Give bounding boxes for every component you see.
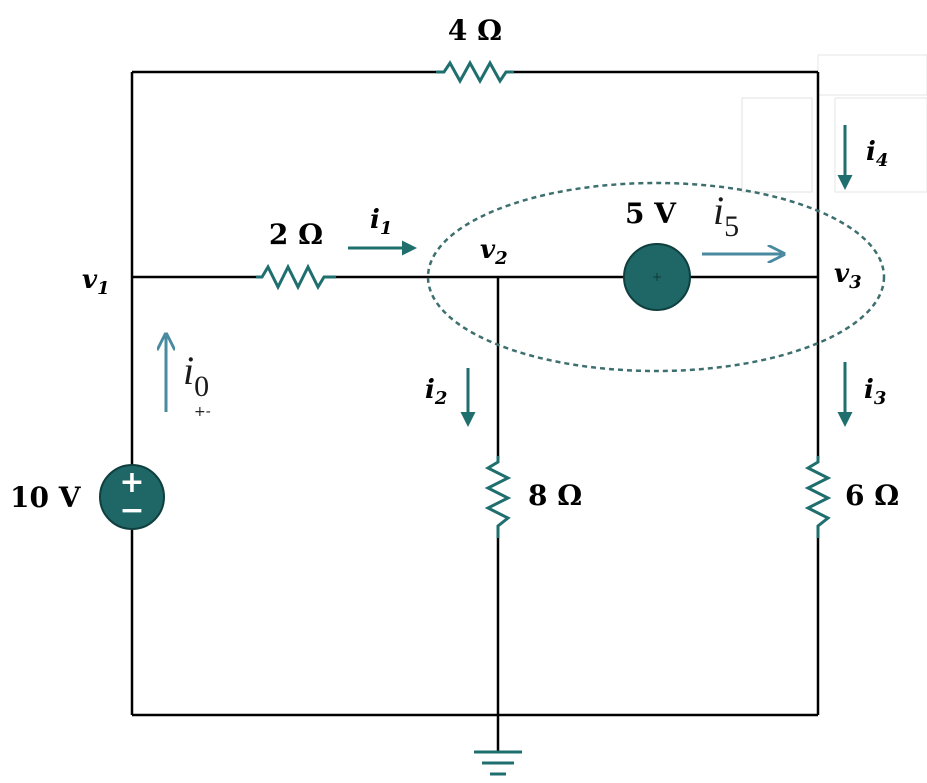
label-r-right: 6 Ω [845, 479, 899, 512]
overlay-boxes [741, 54, 927, 193]
label-current-i1: i1 [370, 205, 392, 239]
voltage-source-10v: + − [99, 464, 165, 530]
ground-icon [474, 750, 522, 776]
label-current-i4: i4 [866, 137, 888, 171]
voltage-source-5v [623, 243, 691, 311]
resistor-left [256, 263, 336, 291]
resistor-right [804, 456, 832, 538]
wires [130, 70, 820, 752]
minus-sign: − [119, 493, 144, 528]
resistor-mid [484, 456, 512, 538]
plus-sign: + [119, 465, 144, 500]
label-node-v3: v3 [834, 259, 862, 293]
label-r-left: 2 Ω [269, 218, 323, 251]
label-current-i2: i2 [425, 375, 447, 409]
label-node-v1: v1 [82, 265, 110, 299]
label-node-v2: v2 [480, 235, 508, 269]
label-current-i3: i3 [864, 375, 886, 409]
label-source-5v: 5 V [625, 197, 677, 230]
label-source-10v: 10 V [10, 481, 82, 514]
supernode-ellipse [426, 181, 886, 373]
label-r-mid: 8 Ω [528, 479, 582, 512]
label-r-top: 4 Ω [448, 14, 502, 47]
label-current-i5: i5 [713, 188, 739, 243]
label-current-i0: i0 [183, 348, 209, 403]
label-i0-polarity-mark: +- [194, 404, 211, 420]
resistor-top [436, 59, 514, 85]
